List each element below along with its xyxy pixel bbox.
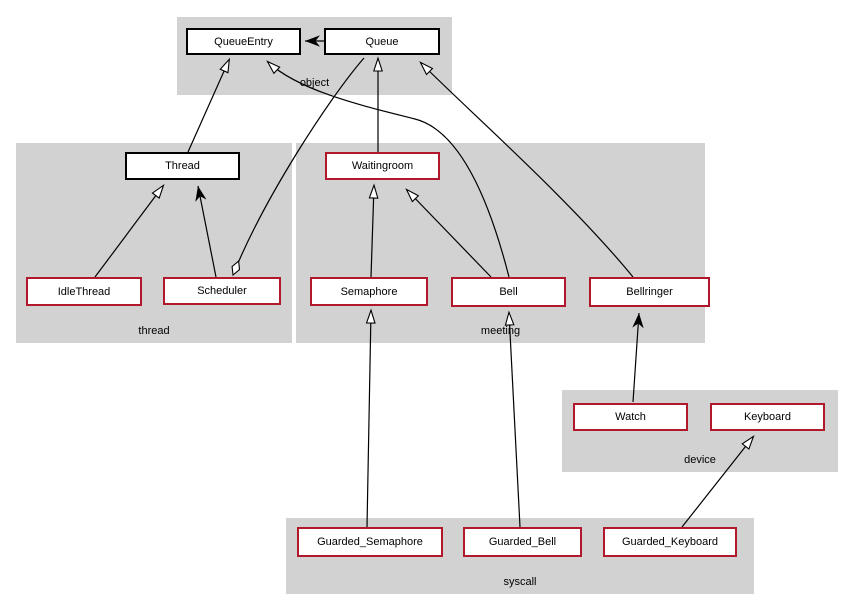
class-box-bellringer[interactable]: Bellringer bbox=[589, 277, 710, 307]
class-box-keyboard[interactable]: Keyboard bbox=[710, 403, 825, 431]
class-label-queue: Queue bbox=[365, 35, 399, 48]
class-box-bell[interactable]: Bell bbox=[451, 277, 566, 307]
class-label-semaphore: Semaphore bbox=[340, 285, 398, 298]
class-label-waitingroom: Waitingroom bbox=[351, 160, 414, 172]
class-box-guarded-bell[interactable]: Guarded_Bell bbox=[463, 527, 582, 557]
class-label-watch: Watch bbox=[615, 411, 646, 423]
class-box-guarded-keyboard[interactable]: Guarded_Keyboard bbox=[603, 527, 737, 557]
class-label-bell: Bell bbox=[499, 286, 518, 298]
package-syscall-label: syscall bbox=[503, 576, 537, 588]
class-label-guarded-keyboard: Guarded_Keyboard bbox=[621, 536, 718, 548]
class-label-guarded-semaphore: Guarded_Semaphore bbox=[317, 536, 423, 548]
edge-guardedbell-inherits-bell bbox=[504, 310, 521, 528]
class-box-queue[interactable]: Queue bbox=[324, 28, 440, 55]
class-label-idlethread: IdleThread bbox=[57, 285, 111, 298]
class-label-scheduler: Scheduler bbox=[197, 285, 247, 297]
class-box-guarded-semaphore[interactable]: Guarded_Semaphore bbox=[297, 527, 443, 557]
class-box-waitingroom[interactable]: Waitingroom bbox=[325, 152, 440, 180]
class-box-queueentry[interactable]: QueueEntry bbox=[186, 28, 301, 55]
class-label-bellringer: Bellringer bbox=[626, 286, 673, 298]
package-meeting-label: meeting bbox=[480, 325, 521, 337]
class-box-scheduler[interactable]: Scheduler bbox=[163, 277, 281, 305]
class-label-thread: Thread bbox=[165, 160, 200, 172]
class-box-watch[interactable]: Watch bbox=[573, 403, 688, 431]
class-box-semaphore[interactable]: Semaphore bbox=[310, 277, 428, 306]
class-label-keyboard: Keyboard bbox=[743, 411, 792, 423]
class-box-thread[interactable]: Thread bbox=[125, 152, 240, 180]
package-thread-label: thread bbox=[138, 325, 170, 337]
package-device-label: device bbox=[684, 454, 716, 466]
package-object-label: object bbox=[299, 77, 330, 89]
class-box-idlethread[interactable]: IdleThread bbox=[26, 277, 142, 306]
edge-guardedsemaphore-inherits-semaphore bbox=[365, 308, 376, 528]
class-label-queueentry: QueueEntry bbox=[214, 35, 273, 48]
class-label-guarded-bell: Guarded_Bell bbox=[488, 536, 557, 548]
